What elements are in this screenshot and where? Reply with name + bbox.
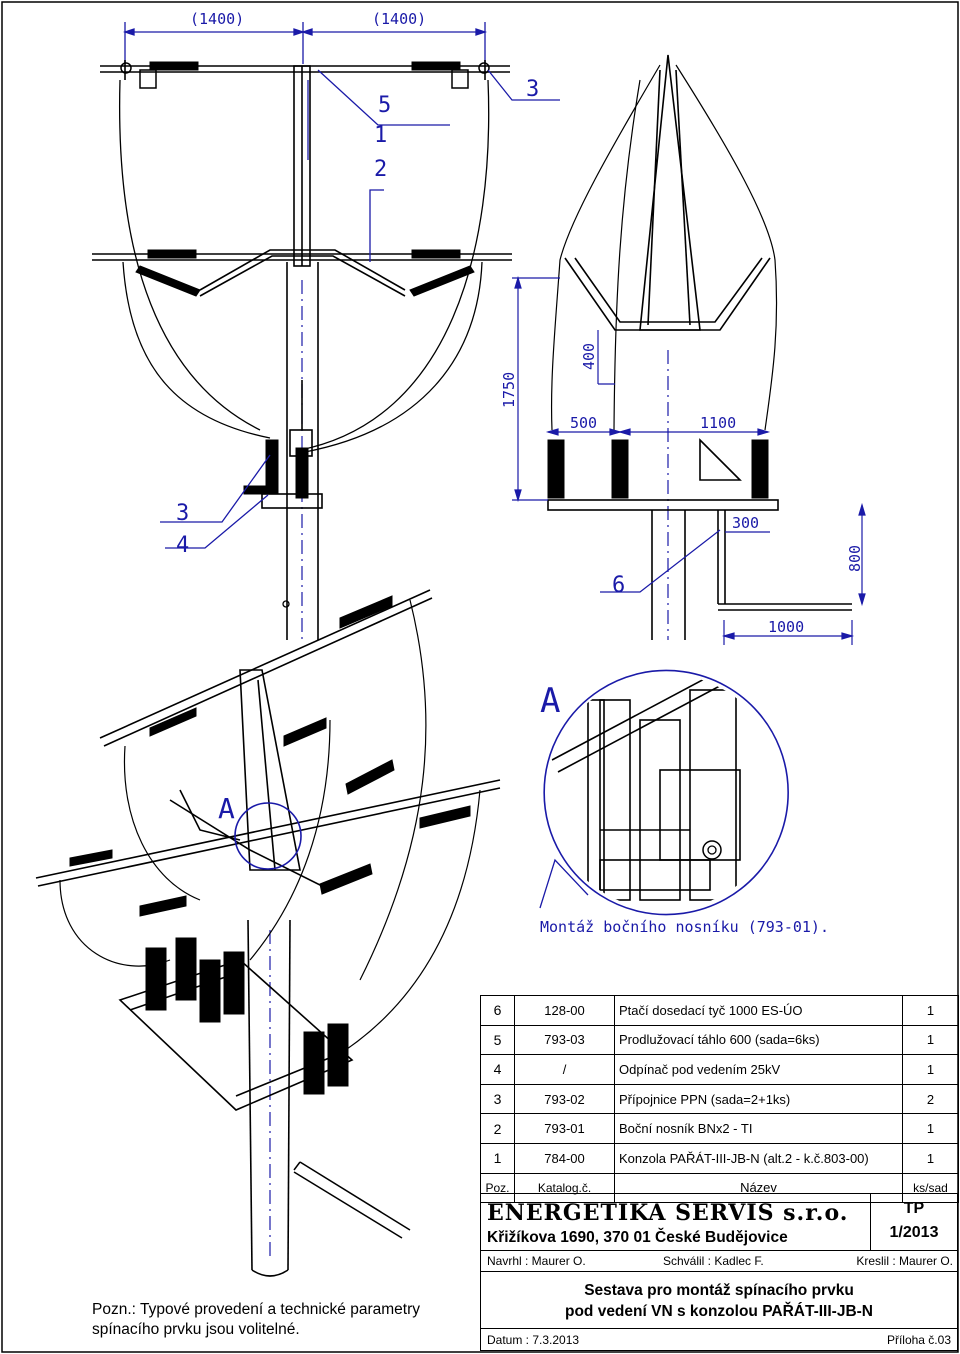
row-qty: 1 (902, 1113, 959, 1144)
detail-a: A Montáž bočního nosníku (793-01). (539, 669, 829, 936)
detail-marker-a: A (218, 792, 235, 825)
doc-type: TP (903, 1200, 925, 1217)
row-qty: 1 (902, 1054, 959, 1085)
dim-width-1100: 1100 (700, 414, 736, 432)
doc-number: 1/2013 (889, 1224, 939, 1241)
row-qty: 1 (902, 995, 959, 1026)
header-catalog: Katalog.č. (514, 1172, 615, 1204)
footer-row: Datum : 7.3.2013 Příloha č.03 (481, 1328, 957, 1351)
company-name: ENERGETIKA SERVIS s.r.o. (487, 1200, 849, 1226)
callout-2: 2 (374, 157, 387, 182)
header-name: Název (614, 1172, 903, 1204)
authors-row: Navrhl : Maurer O. Schválil : Kadlec F. … (481, 1250, 957, 1272)
isometric-view: A (35, 589, 501, 1277)
row-pos: 1 (480, 1142, 515, 1174)
drawing-title: Sestava pro montáž spínacího prvku pod v… (481, 1280, 957, 1322)
row-pos: 3 (480, 1083, 515, 1115)
document-id: TP 1/2013 (870, 1194, 957, 1250)
dim-height-400: 400 (580, 343, 598, 370)
table-row: 2 793-01 Boční nosník BNx2 - TI 1 (480, 1113, 959, 1144)
row-name: Konzola PAŘÁT-III-JB-N (alt.2 - k.č.803-… (614, 1142, 903, 1174)
callout-3-left: 3 (176, 501, 189, 526)
dim-width-500: 500 (570, 414, 597, 432)
company-address: Křižíkova 1690, 370 01 České Budějovice (487, 1229, 788, 1246)
row-name: Boční nosník BNx2 - TI (614, 1113, 903, 1144)
drawn-by: Kreslil : Maurer O. (856, 1254, 953, 1268)
note-line-1: Pozn.: Typové provedení a technické para… (92, 1301, 420, 1318)
dim-offset-300: 300 (732, 514, 759, 532)
dim-width-1000: 1000 (768, 618, 804, 636)
row-name: Přípojnice PPN (sada=2+1ks) (614, 1083, 903, 1115)
approved-by: Schválil : Kadlec F. (663, 1254, 764, 1268)
header-qty: ks/sad (902, 1172, 959, 1204)
callout-5: 5 (378, 93, 391, 118)
side-view: 1750 400 500 1100 300 800 1000 6 (500, 54, 866, 645)
front-view: (1400) (1400) (92, 10, 560, 640)
title-line-1: Sestava pro montáž spínacího prvku (584, 1282, 854, 1299)
row-catalog: 793-02 (514, 1083, 615, 1115)
row-name: Prodlužovací táhlo 600 (sada=6ks) (614, 1024, 903, 1056)
row-qty: 2 (902, 1083, 959, 1115)
note-line-2: spínacího prvku jsou volitelné. (92, 1321, 300, 1338)
parts-table: 6 128-00 Ptačí dosedací tyč 1000 ES-ÚO 1… (480, 995, 959, 1204)
appendix: Příloha č.03 (886, 1333, 951, 1347)
date: Datum : 7.3.2013 (487, 1333, 580, 1347)
note: Pozn.: Typové provedení a technické para… (92, 1300, 420, 1340)
detail-letter-a: A (540, 681, 560, 721)
row-catalog: 793-01 (514, 1113, 615, 1144)
detail-caption: Montáž bočního nosníku (793-01). (540, 918, 829, 936)
row-pos: 2 (480, 1113, 515, 1144)
table-row: 3 793-02 Přípojnice PPN (sada=2+1ks) 2 (480, 1083, 959, 1115)
dim-height-800: 800 (846, 545, 864, 572)
row-catalog: 793-03 (514, 1024, 615, 1056)
callout-4-left: 4 (176, 533, 189, 558)
table-row: 1 784-00 Konzola PAŘÁT-III-JB-N (alt.2 -… (480, 1142, 959, 1174)
table-row: 6 128-00 Ptačí dosedací tyč 1000 ES-ÚO 1 (480, 995, 959, 1026)
title-block: ENERGETIKA SERVIS s.r.o. Křižíkova 1690,… (480, 1193, 958, 1351)
table-row: 4 / Odpínač pod vedením 25kV 1 (480, 1054, 959, 1085)
header-pos: Poz. (480, 1172, 515, 1204)
row-catalog: 128-00 (514, 995, 615, 1026)
row-pos: 4 (480, 1054, 515, 1085)
designed-by: Navrhl : Maurer O. (487, 1254, 586, 1268)
row-pos: 6 (480, 995, 515, 1026)
row-qty: 1 (902, 1024, 959, 1056)
dim-span-right: (1400) (372, 10, 426, 28)
callout-3-top: 3 (526, 77, 539, 102)
table-header-row: Poz. Katalog.č. Název ks/sad (480, 1172, 959, 1204)
dim-span-left: (1400) (190, 10, 244, 28)
row-name: Ptačí dosedací tyč 1000 ES-ÚO (614, 995, 903, 1026)
row-catalog: 784-00 (514, 1142, 615, 1174)
row-pos: 5 (480, 1024, 515, 1056)
callout-6: 6 (612, 573, 625, 598)
row-catalog: / (514, 1054, 615, 1085)
row-name: Odpínač pod vedením 25kV (614, 1054, 903, 1085)
callout-1: 1 (374, 123, 387, 148)
table-row: 5 793-03 Prodlužovací táhlo 600 (sada=6k… (480, 1024, 959, 1056)
title-line-2: pod vedení VN s konzolou PAŘÁT-III-JB-N (564, 1303, 873, 1320)
dim-height-1750: 1750 (500, 372, 518, 408)
row-qty: 1 (902, 1142, 959, 1174)
